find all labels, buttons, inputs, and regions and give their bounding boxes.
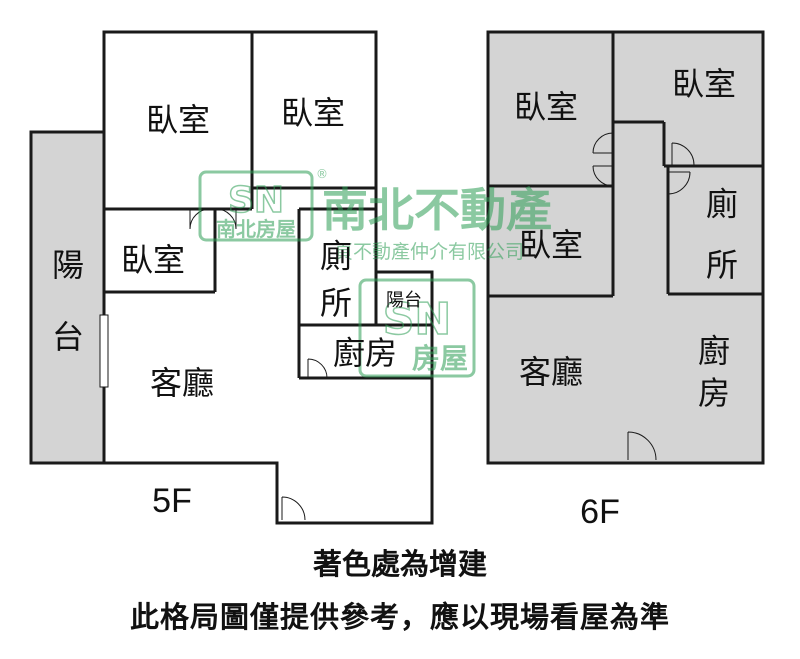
door-swing bbox=[189, 208, 211, 230]
room-label-6f-kitchen-char2: 房 bbox=[698, 374, 730, 412]
room-label-5f-balcony-char1: 陽 bbox=[52, 246, 84, 284]
door-swing bbox=[592, 165, 614, 187]
watermark: SN 南北房屋 ® 南北不動產 頁不動產仲介有限公司 SN 房屋 bbox=[198, 167, 552, 378]
watermark-logo-letters-small: SN bbox=[383, 294, 452, 345]
room-label-6f-bedroom-3: 臥室 bbox=[519, 226, 583, 264]
room-label-6f-bedroom-2: 臥室 bbox=[672, 65, 736, 103]
floor-6f-plan bbox=[486, 30, 765, 465]
door-swing bbox=[667, 171, 691, 195]
room-label-5f-toilet-char2: 所 bbox=[320, 284, 352, 322]
floor-plan: SN 南北房屋 ® 南北不動產 頁不動產仲介有限公司 SN 房屋 臥室 臥室 臥… bbox=[29, 30, 765, 531]
room-label-5f-balcony-small: 陽台 bbox=[386, 290, 422, 311]
door-swing bbox=[215, 208, 237, 230]
room-label-5f-bedroom-1: 臥室 bbox=[146, 101, 210, 139]
floor-6f-outline bbox=[486, 30, 765, 465]
sliding-door bbox=[99, 314, 109, 388]
watermark-logo-brand: 南北房屋 bbox=[216, 217, 296, 241]
watermark-brand-small: 房屋 bbox=[412, 342, 468, 375]
door-swing bbox=[671, 142, 695, 166]
note-disclaimer: 此格局圖僅提供參考，應以現場看屋為準 bbox=[129, 600, 670, 634]
watermark-company-subtitle: 頁不動產仲介有限公司 bbox=[334, 241, 524, 263]
floor-5f-plan bbox=[29, 30, 434, 525]
room-label-5f-living-room: 客廳 bbox=[150, 364, 214, 402]
floor-5f-outline bbox=[102, 30, 434, 525]
watermark-logo-box-small bbox=[358, 278, 476, 378]
watermark-registered-mark: ® bbox=[316, 167, 328, 181]
floor-label-6f: 6F bbox=[580, 493, 620, 531]
room-label-5f-bedroom-2: 臥室 bbox=[281, 94, 345, 132]
door-swing bbox=[307, 358, 328, 379]
room-label-6f-kitchen-char1: 廚 bbox=[698, 332, 730, 370]
door-swing bbox=[592, 132, 614, 154]
room-label-6f-toilet-char1: 廁 bbox=[706, 185, 738, 223]
door-swing bbox=[281, 496, 306, 521]
room-label-6f-living-room: 客廳 bbox=[519, 353, 583, 391]
room-label-6f-bedroom-1: 臥室 bbox=[514, 88, 578, 126]
floor-label-5f: 5F bbox=[152, 482, 192, 520]
watermark-logo-letters: SN bbox=[228, 180, 284, 221]
room-label-5f-balcony-char2: 台 bbox=[52, 318, 84, 356]
room-label-5f-kitchen: 廚房 bbox=[333, 334, 397, 372]
room-label-5f-bedroom-3: 臥室 bbox=[121, 241, 185, 279]
watermark-logo-box bbox=[198, 170, 314, 242]
door-swing bbox=[627, 431, 657, 461]
watermark-company-name: 南北不動產 bbox=[322, 183, 552, 237]
room-label-5f-toilet-char1: 廁 bbox=[320, 237, 352, 275]
note-extension: 著色處為增建 bbox=[312, 547, 487, 581]
balcony-5f-left bbox=[29, 130, 106, 465]
room-label-6f-toilet-char2: 所 bbox=[706, 246, 738, 284]
